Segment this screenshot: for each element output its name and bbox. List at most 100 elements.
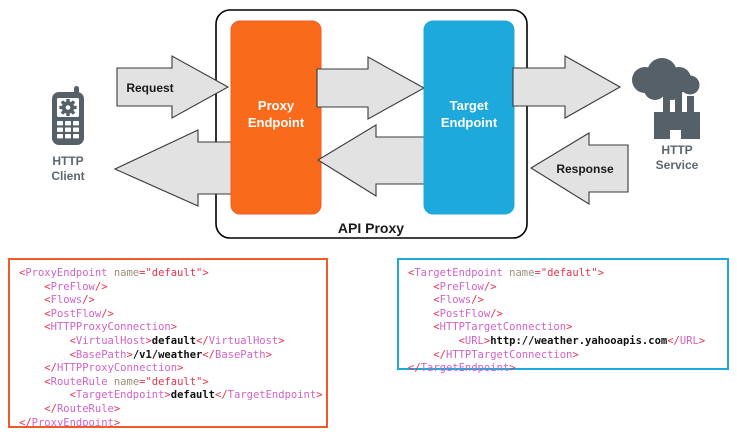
- code-line: <HTTPTargetConnection>: [408, 321, 718, 335]
- code-token-tag: PostFlow: [50, 307, 102, 320]
- code-token-punct: </: [202, 348, 216, 361]
- code-token-punct: <: [69, 348, 76, 361]
- code-token-tag: URL: [464, 334, 484, 347]
- code-token-punct: />: [483, 280, 497, 293]
- code-token-punct: />: [94, 280, 108, 293]
- code-token-punct: </: [196, 334, 209, 347]
- code-token-tag: HTTPProxyConnection: [56, 362, 178, 375]
- code-token-punct: >: [483, 334, 491, 347]
- code-token-tag: VirtualHost: [208, 334, 279, 347]
- code-token-tag: HTTPTargetConnection: [439, 321, 567, 334]
- code-token-text: [19, 376, 44, 388]
- code-token-tag: Flows: [50, 294, 83, 307]
- code-token-text: [408, 281, 433, 293]
- code-token-punct: <: [44, 307, 51, 320]
- code-line: </ProxyEndpoint>: [19, 417, 317, 431]
- code-token-punct: <: [44, 375, 51, 388]
- proxy-to-target-arrow: [316, 56, 426, 120]
- code-token-punct: <: [44, 280, 51, 293]
- code-token-text: [408, 308, 433, 320]
- code-token-text: [19, 349, 70, 361]
- request-arrow-label: Request: [126, 81, 173, 95]
- code-token-tag: RouteRule: [50, 375, 108, 388]
- code-line: <URL>http://weather.yahooapis.com</URL>: [408, 335, 718, 349]
- code-token-punct: </: [433, 348, 446, 361]
- proxy-endpoint-box[interactable]: [230, 20, 322, 215]
- code-line: <BasePath>/v1/weather</BasePath>: [19, 349, 317, 363]
- client-response-arrow: [113, 129, 233, 207]
- code-line: <RouteRule name="default">: [19, 376, 317, 390]
- api-proxy-caption: API Proxy: [338, 220, 404, 236]
- code-token-punct: <: [408, 267, 415, 279]
- code-token-tag: TargetEndpoint: [75, 389, 165, 402]
- proxy-endpoint-label-line2: Endpoint: [248, 115, 305, 130]
- code-line: </TargetEndpoint>: [408, 362, 718, 376]
- code-token-punct: </: [19, 416, 32, 429]
- code-token-punct: />: [101, 307, 114, 320]
- http-client-label-line2: Client: [51, 169, 84, 183]
- code-token-punct: >: [170, 321, 178, 334]
- response-arrow-label: Response: [556, 162, 614, 176]
- code-token-text: [408, 294, 433, 306]
- code-token-punct: >: [278, 334, 285, 347]
- code-token-punct: <: [19, 267, 26, 279]
- target-to-service-arrow: [512, 55, 622, 119]
- code-token-punct: >: [316, 389, 323, 402]
- code-token-punct: >: [202, 267, 209, 279]
- code-token-punct: />: [82, 294, 95, 307]
- code-token-tag: HTTPTargetConnection: [445, 348, 573, 361]
- target-endpoint-xml-panel: <TargetEndpoint name="default"> <PreFlow…: [397, 258, 729, 374]
- code-token-tag: ProxyEndpoint: [31, 416, 114, 429]
- response-arrow: [529, 132, 629, 205]
- code-line: <Flows/>: [19, 294, 317, 308]
- http-service-label-line1: HTTP: [661, 143, 692, 157]
- code-token-text: [19, 362, 44, 374]
- code-token-punct: >: [202, 375, 209, 388]
- api-proxy-architecture-diagram: Request Proxy Endpoint Target Endpoint A…: [51, 9, 700, 239]
- code-token-text: [408, 335, 459, 347]
- code-token-punct: <: [433, 307, 440, 320]
- code-token-tag: Flows: [439, 294, 472, 307]
- code-token-val: ="default": [139, 267, 203, 279]
- code-token-punct: >: [164, 389, 171, 402]
- code-token-punct: />: [471, 294, 484, 307]
- code-token-punct: >: [572, 348, 579, 361]
- code-token-tag: ProxyEndpoint: [25, 267, 108, 279]
- mobile-phone-gear-icon: [52, 86, 84, 145]
- code-token-tag: RouteRule: [56, 402, 114, 415]
- code-token-punct: <: [433, 321, 440, 334]
- code-token-tag: VirtualHost: [75, 334, 146, 347]
- code-token-punct: </: [44, 402, 57, 415]
- code-line: <Flows/>: [408, 294, 718, 308]
- code-token-text: [19, 294, 44, 306]
- code-token-punct: >: [145, 334, 152, 347]
- code-token-tag: PreFlow: [439, 280, 484, 293]
- code-token-punct: />: [490, 307, 503, 320]
- code-line: <PreFlow/>: [19, 281, 317, 295]
- code-token-text: [19, 281, 44, 293]
- code-line: <PostFlow/>: [408, 308, 718, 322]
- code-token-punct: >: [698, 334, 706, 347]
- code-token-punct: >: [113, 416, 121, 429]
- code-token-punct: <: [69, 334, 76, 347]
- code-token-text: http://weather.yahooapis.com: [490, 334, 668, 347]
- code-token-punct: <: [433, 294, 440, 307]
- proxy-endpoint-label-line1: Proxy: [258, 98, 295, 113]
- code-line: </RouteRule>: [19, 403, 317, 417]
- code-token-tag: HTTPProxyConnection: [50, 321, 171, 334]
- code-token-tag: BasePath: [215, 348, 266, 361]
- code-token-punct: >: [265, 348, 272, 361]
- code-token-punct: >: [113, 402, 121, 415]
- target-endpoint-box[interactable]: [423, 20, 515, 215]
- code-token-punct: <: [44, 321, 51, 334]
- code-token-punct: >: [597, 267, 604, 279]
- code-token-tag: TargetEndpoint: [420, 362, 510, 375]
- code-token-punct: >: [509, 362, 516, 375]
- code-token-val: ="default": [534, 267, 598, 279]
- code-token-attr: name: [502, 267, 535, 279]
- code-token-attr: name: [107, 267, 140, 279]
- code-token-punct: >: [177, 362, 184, 375]
- code-token-text: [408, 349, 433, 361]
- factory-cloud-icon: [632, 58, 700, 139]
